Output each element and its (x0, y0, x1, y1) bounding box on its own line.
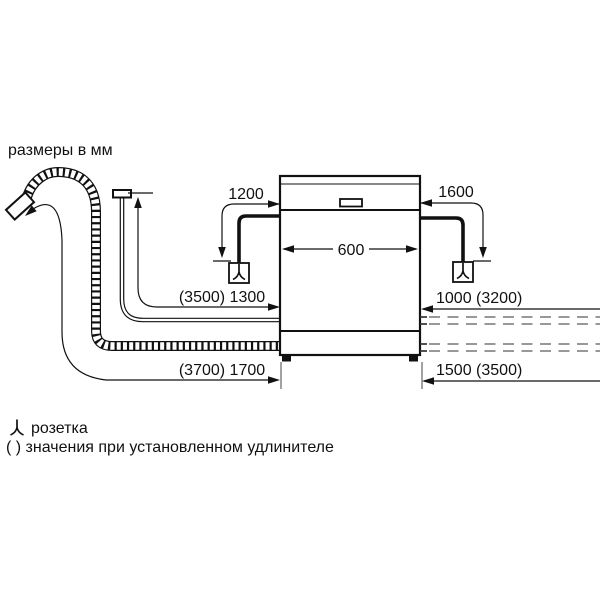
label-width: 600 (338, 242, 365, 259)
arrow-right-icon (268, 200, 280, 208)
arrow-right-icon (268, 376, 280, 384)
foot-left (282, 356, 291, 362)
page-title: размеры в мм (8, 142, 113, 159)
supply-hose (112, 189, 280, 323)
dimension-right-bottom (421, 362, 600, 389)
drain-hose (4, 166, 280, 351)
dimension-cord-right (420, 199, 491, 262)
legend: розетка ( ) значения при установленном у… (6, 419, 334, 456)
socket-icon (452, 261, 474, 283)
label-supply-hose: (3500) 1300 (179, 289, 265, 306)
arrow-left-icon (421, 305, 433, 313)
label-cord-left: 1200 (228, 186, 264, 203)
label-cord-right: 1600 (438, 184, 474, 201)
label-right-bottom: 1500 (3500) (436, 362, 522, 379)
foot-right (409, 356, 418, 362)
legend-socket-label: розетка (31, 420, 88, 437)
socket-icon (228, 262, 250, 284)
dimension-right-mid (421, 305, 600, 313)
arrow-right-icon (406, 245, 418, 253)
dishwasher (278, 174, 422, 362)
arrow-down-icon (218, 247, 226, 258)
arrow-left-icon (422, 377, 434, 385)
dimension-drain-hose (25, 204, 280, 384)
arrow-down-left-icon (25, 205, 37, 216)
drain-hose-end-fitting (4, 191, 36, 221)
arrow-down-icon (479, 247, 487, 258)
extension-hoses (420, 316, 600, 352)
arrow-left-icon (282, 245, 294, 253)
label-drain-hose: (3700) 1700 (179, 362, 265, 379)
dimension-supply-hose (128, 192, 280, 311)
door-handle (339, 198, 363, 208)
label-right-mid: 1000 (3200) (436, 290, 522, 307)
power-cord-right (420, 216, 474, 283)
socket-icon (10, 419, 24, 436)
arrow-right-icon (268, 303, 280, 311)
dimension-cord-left (213, 200, 280, 262)
arrow-left-icon (420, 199, 432, 207)
legend-brackets-note: ( ) значения при установленном удлинител… (6, 439, 334, 456)
power-cord-left (228, 214, 280, 284)
arrow-up-icon (134, 197, 142, 208)
dimension-width (282, 245, 418, 253)
supply-hose-connector (112, 189, 132, 199)
